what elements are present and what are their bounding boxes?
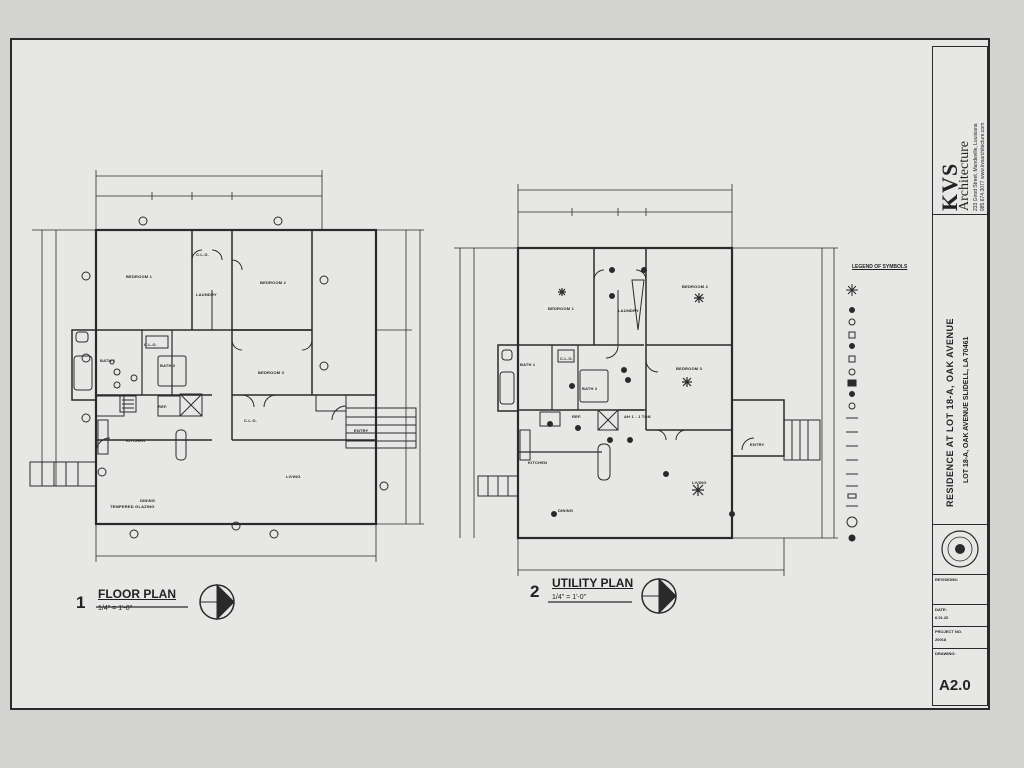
fp-bath2-label: BATH 2 (160, 363, 176, 368)
utility-plan-number: 2 (530, 582, 540, 601)
title-block: KVS Architecture 233 Girod Street, Mande… (932, 46, 988, 706)
sheet-number-block: DRAWING: A2.0 (933, 649, 987, 705)
fp-ref-label: REF. (158, 404, 168, 409)
legend-symbols (846, 284, 858, 542)
floor-plan-title: FLOOR PLAN (98, 587, 176, 601)
fp-bedroom3-label: BEDROOM 3 (258, 370, 285, 375)
fp-laundry-label: LAUNDRY (196, 292, 217, 297)
sheet-number: A2.0 (939, 677, 971, 694)
project-address: LOT 18-A, OAK AVENUE SLIDELL, LA 70461 (963, 336, 970, 483)
up-living-label: LIVING (692, 480, 707, 485)
up-kitchen-label: KITCHEN (528, 460, 548, 465)
up-ref-label: REF. (572, 414, 582, 419)
firm-subname: Architecture (957, 141, 972, 211)
date-value: 6.01.20 (935, 615, 949, 620)
up-bath2-label: BATH 2 (582, 386, 598, 391)
revisions-block: REVISIONS: (933, 575, 987, 605)
up-laundry-label: LAUNDRY (618, 308, 639, 313)
utility-plan-title: UTILITY PLAN (552, 576, 634, 590)
fp-kitchen-label: KITCHEN (126, 438, 146, 443)
fp-closet1-label: C.L.O. (196, 252, 209, 257)
project-number-label: PROJECT NO. (935, 629, 963, 634)
fp-bedroom1-label: BEDROOM 1 (126, 274, 153, 279)
date-block: DATE: 6.01.20 (933, 605, 987, 627)
fp-bath1-label: BATH 1 (100, 358, 116, 363)
fp-dining-label: DINING (140, 498, 156, 503)
plans-linework (29, 170, 858, 621)
revisions-label: REVISIONS: (935, 577, 959, 582)
fp-living-label: LIVING (286, 474, 301, 479)
utility-plan-walls (454, 184, 838, 615)
firm-contact: 985.674.3077 www.kvsarchitecture.com (980, 122, 986, 211)
fp-closet2-label: C.L.O. (144, 342, 157, 347)
firm-address: 233 Girod Street, Mandeville, Louisiana (973, 123, 979, 211)
up-bath1-label: BATH 1 (520, 362, 536, 367)
utility-plan-scale: 1/4" = 1'-0" (552, 594, 587, 601)
project-title: RESIDENCE AT LOT 18-A, OAK AVENUE (945, 317, 955, 507)
seal-stamp-icon (941, 530, 979, 568)
project-block: RESIDENCE AT LOT 18-A, OAK AVENUE LOT 18… (933, 215, 987, 525)
project-number-block: PROJECT NO. 20018 (933, 627, 987, 649)
floor-plan-walls (29, 170, 424, 621)
up-entry-label: ENTRY (750, 442, 765, 447)
floor-plan-scale: 1/4" = 1'-0" (98, 605, 133, 612)
seal-block (933, 525, 987, 575)
fp-glazing-label: TEMPERED GLAZING (110, 504, 155, 509)
date-label: DATE: (935, 607, 947, 612)
floor-plan-number: 1 (76, 593, 86, 612)
up-closet-label: C.L.O. (560, 356, 573, 361)
firm-block: KVS Architecture 233 Girod Street, Mande… (933, 47, 987, 215)
drawing-label: DRAWING: (935, 651, 956, 656)
up-bedroom2-label: BEDROOM 2 (682, 284, 709, 289)
up-bedroom1-label: BEDROOM 1 (548, 306, 575, 311)
fp-entry-label: ENTRY (354, 428, 369, 433)
legend-title: LEGEND OF SYMBOLS (852, 264, 908, 270)
drawing-sheet: 1 FLOOR PLAN 1/4" = 1'-0" BEDROOM 1 BEDR… (10, 38, 990, 710)
fp-closet3-label: C.L.O. (244, 418, 257, 423)
up-dining-label: DINING (558, 508, 574, 513)
fp-bedroom2-label: BEDROOM 2 (260, 280, 287, 285)
up-ahu-label: AH 1 - 1 TON (624, 414, 651, 419)
up-bedroom3-label: BEDROOM 3 (676, 366, 703, 371)
project-number-value: 20018 (935, 637, 947, 642)
